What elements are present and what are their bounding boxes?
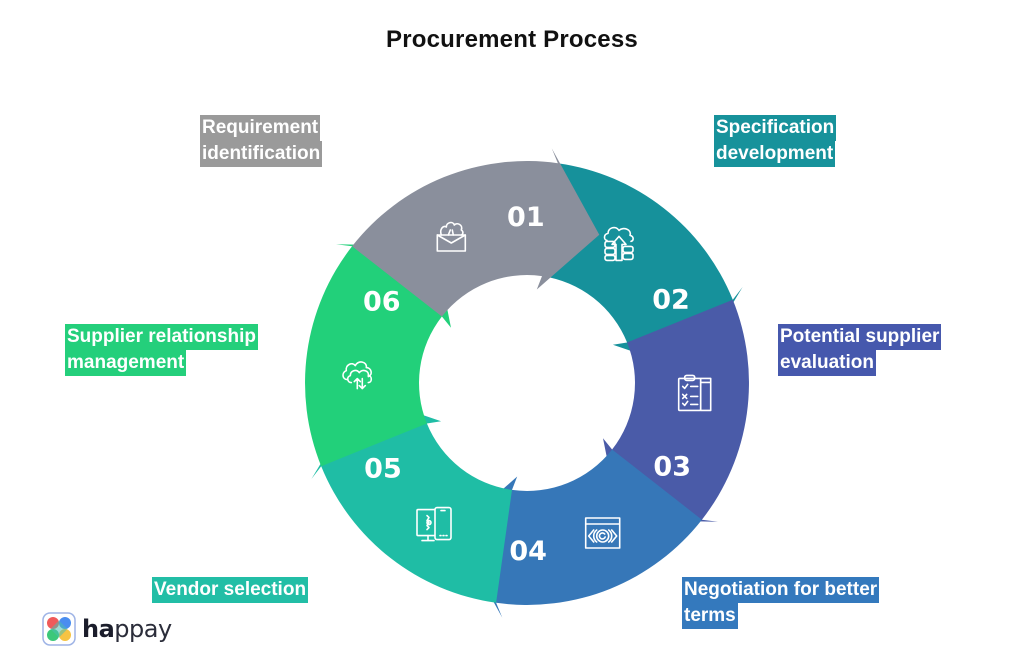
cloud-upload-server-icon — [603, 226, 634, 262]
step-label-line: Negotiation for better — [682, 577, 880, 603]
logo-bold: ha — [82, 615, 115, 643]
inbox-growth-icon — [436, 221, 467, 252]
logo-wordmark: happay — [82, 615, 172, 643]
step-label-03: Potential supplier evaluation — [778, 324, 942, 376]
step-label-02: Specification development — [714, 115, 837, 167]
step-label-line: Requirement — [200, 115, 321, 141]
step-arrow-01 — [352, 148, 600, 317]
step-label-04: Negotiation for better terms — [682, 577, 880, 629]
step-label-line: Supplier relationship — [65, 324, 258, 350]
step-arrow-04 — [454, 449, 702, 618]
step-label-line: terms — [682, 603, 738, 629]
logo-light: ppay — [114, 615, 172, 643]
step-label-line: Vendor selection — [152, 577, 309, 603]
step-label-line: management — [65, 350, 187, 376]
clipboard-checklist-icon — [677, 374, 712, 412]
step-number-06: 06 — [363, 287, 401, 318]
step-arrow-03 — [603, 299, 749, 522]
step-label-line: identification — [200, 141, 323, 167]
step-number-05: 05 — [364, 454, 402, 485]
step-label-line: evaluation — [778, 350, 876, 376]
step-label-line: Potential supplier — [778, 324, 942, 350]
step-label-05: Vendor selection — [152, 577, 309, 603]
step-label-line: Specification — [714, 115, 837, 141]
step-label-01: Requirement identification — [200, 115, 323, 167]
happay-logo-icon — [42, 612, 76, 646]
cloud-sync-icon — [342, 361, 373, 390]
step-number-03: 03 — [653, 451, 691, 482]
browser-exchange-icon — [584, 517, 621, 549]
step-number-04: 04 — [509, 536, 547, 567]
step-arrow-06 — [305, 244, 451, 467]
devices-settings-icon — [416, 506, 452, 542]
diagram-title: Procurement Process — [386, 26, 638, 53]
step-label-line: development — [714, 141, 836, 167]
step-number-01: 01 — [507, 202, 545, 233]
happay-logo: happay — [42, 612, 172, 646]
step-label-06: Supplier relationship management — [65, 324, 258, 376]
step-number-02: 02 — [652, 284, 690, 315]
